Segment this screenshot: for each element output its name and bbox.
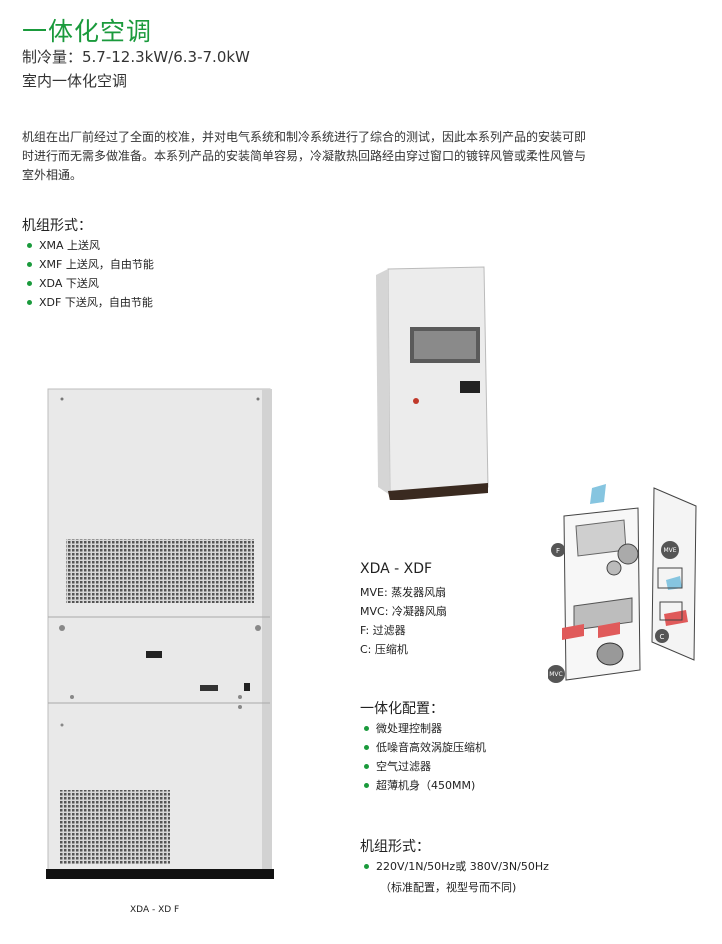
config-list: 微处理控制器 低噪音高效涡旋压缩机 空气过滤器 超薄机身（450MM) [364, 719, 486, 795]
unit-forms-heading: 机组形式： [22, 218, 92, 234]
condenser-fan-label: MVC [549, 671, 562, 678]
diagram-legend: MVE: 蒸发器风扇 MVC: 冷凝器风扇 F: 过滤器 C: 压缩机 [360, 583, 447, 659]
cabinet-side-image [376, 266, 489, 500]
cabinet-front-image [46, 388, 274, 879]
legend-item: MVE: 蒸发器风扇 [360, 586, 447, 599]
intro-paragraph: 机组在出厂前经过了全面的校准，并对电气系统和制冷系统进行了综合的测试，因此本系列… [22, 130, 587, 182]
page-title: 一体化空调 [22, 17, 153, 46]
list-item: XMA 上送风 [27, 236, 154, 255]
capacity-subtitle: 制冷量：5.7-12.3kW/6.3-7.0kW [22, 48, 250, 66]
compressor-marker [655, 629, 669, 643]
legend-item: MVC: 冷凝器风扇 [360, 605, 447, 618]
list-item: XDF 下送风，自由节能 [27, 293, 154, 312]
power-heading: 机组形式： [360, 839, 430, 855]
list-item: 空气过滤器 [364, 757, 486, 776]
filter-label: F [556, 547, 560, 555]
product-type-subtitle: 室内一体化空调 [22, 72, 128, 90]
model-heading: XDA - XDF [360, 561, 433, 577]
list-item: 220V/1N/50Hz或 380V/3N/50Hz [364, 857, 549, 876]
legend-item: C: 压缩机 [360, 643, 408, 656]
power-note: （标准配置，视型号而不同) [380, 881, 517, 894]
filter-marker [551, 543, 565, 557]
list-item: 超薄机身（450MM) [364, 776, 486, 795]
power-list: 220V/1N/50Hz或 380V/3N/50Hz [364, 857, 549, 876]
cutaway-diagram: F MVE C MVC [548, 484, 697, 683]
image-caption: XDA - XD F [130, 905, 180, 915]
evaporator-fan-label: MVE [663, 547, 676, 554]
list-item: XDA 下送风 [27, 274, 154, 293]
config-heading: 一体化配置： [360, 701, 444, 717]
list-item: 微处理控制器 [364, 719, 486, 738]
list-item: XMF 上送风，自由节能 [27, 255, 154, 274]
compressor-label: C [660, 633, 665, 641]
list-item: 低噪音高效涡旋压缩机 [364, 738, 486, 757]
unit-forms-list: XMA 上送风 XMF 上送风，自由节能 XDA 下送风 XDF 下送风，自由节… [27, 236, 154, 312]
condenser-fan-marker [548, 665, 565, 683]
evaporator-fan-marker [661, 541, 679, 559]
legend-item: F: 过滤器 [360, 624, 406, 637]
